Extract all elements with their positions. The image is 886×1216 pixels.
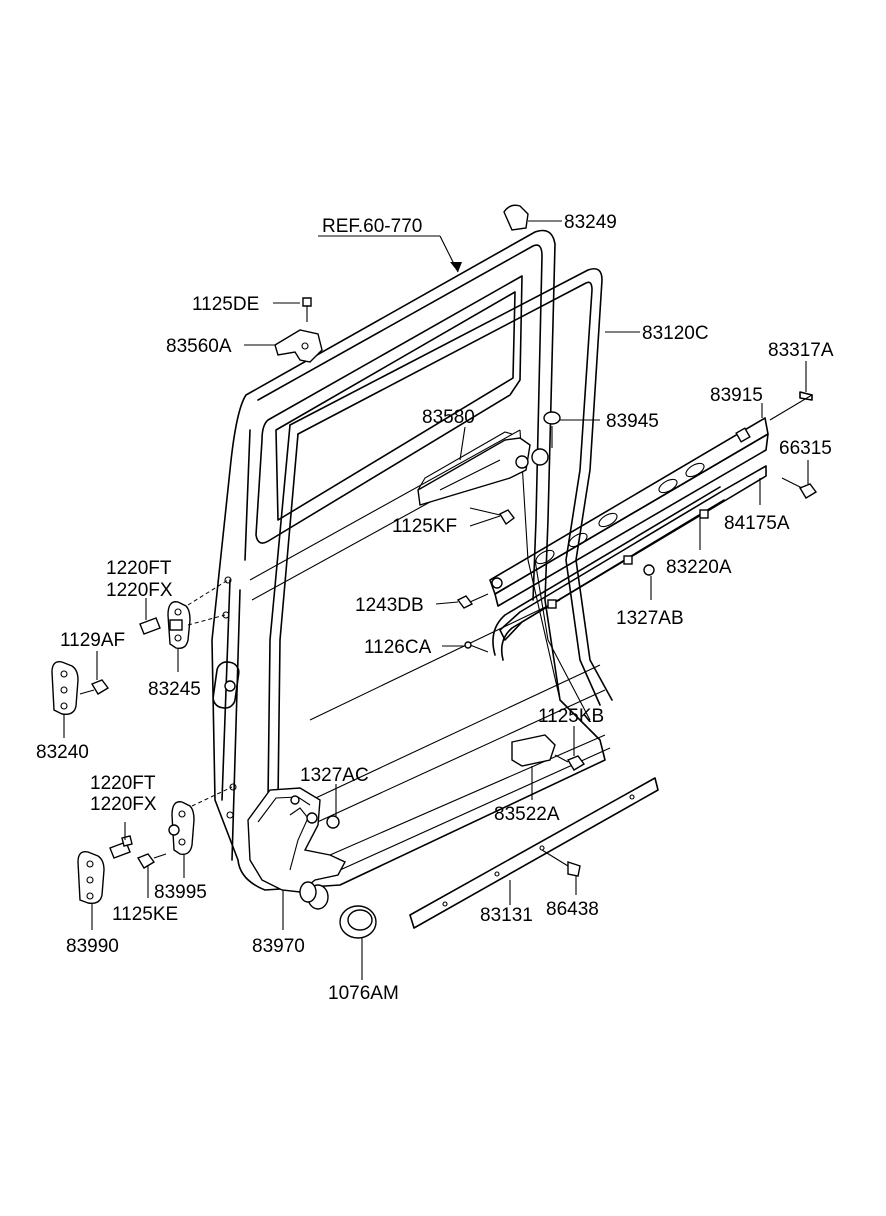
upper-hinge-pieces	[51, 579, 236, 716]
label-1125KE: 1125KE	[112, 904, 178, 925]
weatherstrip-83120C	[267, 267, 613, 881]
cap-83249	[503, 204, 529, 231]
upper-bracket-83560A	[274, 297, 323, 363]
label-1125KB: 1125KB	[538, 706, 604, 727]
label-1220FX-upper: 1220FX	[106, 580, 173, 601]
label-1220FX-lower: 1220FX	[90, 794, 157, 815]
lower-rail-83131	[409, 777, 659, 929]
label-84175A: 84175A	[724, 513, 790, 534]
label-ref-60-770: REF.60-770	[322, 216, 422, 237]
label-83131: 83131	[480, 905, 533, 926]
label-1076AM: 1076AM	[328, 983, 399, 1004]
center-rail	[456, 391, 818, 661]
rail-cover-83522A	[511, 734, 586, 771]
label-1126CA: 1126CA	[364, 637, 432, 658]
label-83990: 83990	[66, 936, 119, 957]
label-83580: 83580	[422, 407, 475, 428]
label-1243DB: 1243DB	[355, 595, 424, 616]
label-83522A: 83522A	[494, 804, 560, 825]
lower-hinge-pieces	[77, 786, 233, 905]
label-1220FT-lower: 1220FT	[90, 773, 156, 794]
label-1125KF: 1125KF	[392, 516, 457, 537]
label-83995: 83995	[154, 882, 207, 903]
label-1220FT-upper: 1220FT	[106, 558, 172, 579]
label-83240: 83240	[36, 742, 89, 763]
label-83220A: 83220A	[666, 557, 732, 578]
lower-roller-83970	[247, 787, 377, 939]
upper-roller-83580	[417, 411, 561, 526]
label-83120C: 83120C	[642, 323, 709, 344]
part-labels: REF.60-770 83249 1125DE 83560A 83120C 83…	[36, 212, 834, 1004]
label-1125DE: 1125DE	[192, 294, 259, 315]
label-1129AF: 1129AF	[60, 630, 125, 651]
label-83970: 83970	[252, 936, 305, 957]
label-83560A: 83560A	[166, 336, 232, 357]
leader-lines	[63, 220, 809, 980]
label-83915: 83915	[710, 385, 763, 406]
label-1327AC: 1327AC	[300, 765, 369, 786]
label-83945: 83945	[606, 411, 659, 432]
label-66315: 66315	[779, 438, 832, 459]
label-86438: 86438	[546, 899, 599, 920]
door-frame	[211, 229, 611, 891]
label-83249: 83249	[564, 212, 617, 233]
label-83245: 83245	[148, 679, 201, 700]
label-83317A: 83317A	[768, 340, 834, 361]
label-1327AB: 1327AB	[616, 608, 684, 629]
